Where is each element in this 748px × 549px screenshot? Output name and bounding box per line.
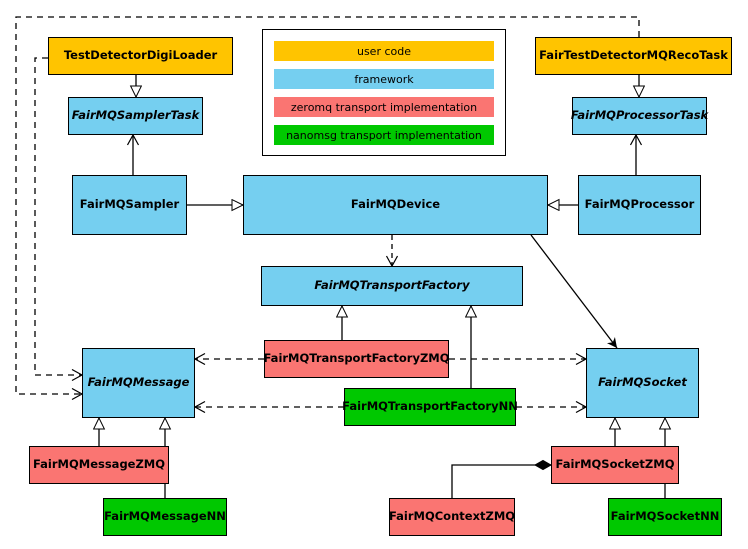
legend-item-label: user code [356, 44, 412, 58]
class-name-label: FairMQSocketNN [610, 509, 720, 524]
class-name-label: FairMQTransportFactory [314, 278, 470, 293]
legend-item-label: zeromq transport implementation [290, 100, 478, 114]
class-name-label: FairMQProcessorTask [570, 108, 709, 123]
legend-item-zeromq: zeromq transport implementation [274, 97, 494, 117]
class-box-FairTestDetectorMQRecoTask[interactable]: FairTestDetectorMQRecoTask [535, 37, 732, 75]
class-name-label: FairMQMessageNN [104, 509, 226, 524]
class-name-label: FairMQSocket [598, 375, 687, 390]
class-box-FairMQSampler[interactable]: FairMQSampler [72, 175, 187, 235]
class-box-FairMQContextZMQ[interactable]: FairMQContextZMQ [389, 498, 515, 536]
class-box-FairMQDevice[interactable]: FairMQDevice [243, 175, 548, 235]
class-box-FairMQMessageZMQ[interactable]: FairMQMessageZMQ [29, 446, 169, 484]
class-box-FairMQTransportFactory[interactable]: FairMQTransportFactory [261, 266, 523, 306]
legend-item-label: nanomsg transport implementation [286, 128, 482, 142]
class-name-label: FairMQTransportFactoryNN [342, 399, 518, 414]
class-box-FairMQSocketZMQ[interactable]: FairMQSocketZMQ [551, 446, 679, 484]
class-name-label: FairMQSocketZMQ [555, 457, 675, 472]
class-box-FairMQMessageNN[interactable]: FairMQMessageNN [103, 498, 227, 536]
legend-item-user: user code [274, 41, 494, 61]
class-box-FairMQTransportFactoryZMQ[interactable]: FairMQTransportFactoryZMQ [263, 340, 450, 378]
class-name-label: FairMQMessageZMQ [32, 457, 166, 472]
class-name-label: FairMQProcessor [584, 197, 695, 212]
class-name-label: FairTestDetectorMQRecoTask [539, 48, 728, 63]
class-name-label: FairMQDevice [350, 197, 441, 212]
class-name-label: FairMQSamplerTask [71, 108, 200, 123]
legend-item-nanomsg: nanomsg transport implementation [274, 125, 494, 145]
class-box-TestDetectorDigiLoader[interactable]: TestDetectorDigiLoader [48, 37, 233, 75]
class-name-label: FairMQSampler [79, 197, 180, 212]
class-name-label: FairMQTransportFactoryZMQ [263, 351, 450, 366]
class-name-label: FairMQMessage [87, 375, 190, 390]
class-box-FairMQSamplerTask[interactable]: FairMQSamplerTask [68, 97, 203, 135]
class-box-FairMQSocket[interactable]: FairMQSocket [586, 348, 699, 418]
class-box-FairMQSocketNN[interactable]: FairMQSocketNN [608, 498, 722, 536]
class-box-FairMQTransportFactoryNN[interactable]: FairMQTransportFactoryNN [342, 388, 518, 426]
class-name-label: FairMQContextZMQ [388, 509, 516, 524]
class-box-FairMQProcessor[interactable]: FairMQProcessor [578, 175, 701, 235]
legend-item-label: framework [354, 72, 414, 86]
class-box-FairMQProcessorTask[interactable]: FairMQProcessorTask [570, 97, 709, 135]
legend-panel: user code framework zeromq transport imple… [262, 29, 506, 156]
legend-item-framework: framework [274, 69, 494, 89]
class-name-label: TestDetectorDigiLoader [63, 48, 218, 63]
class-box-FairMQMessage[interactable]: FairMQMessage [82, 348, 195, 418]
